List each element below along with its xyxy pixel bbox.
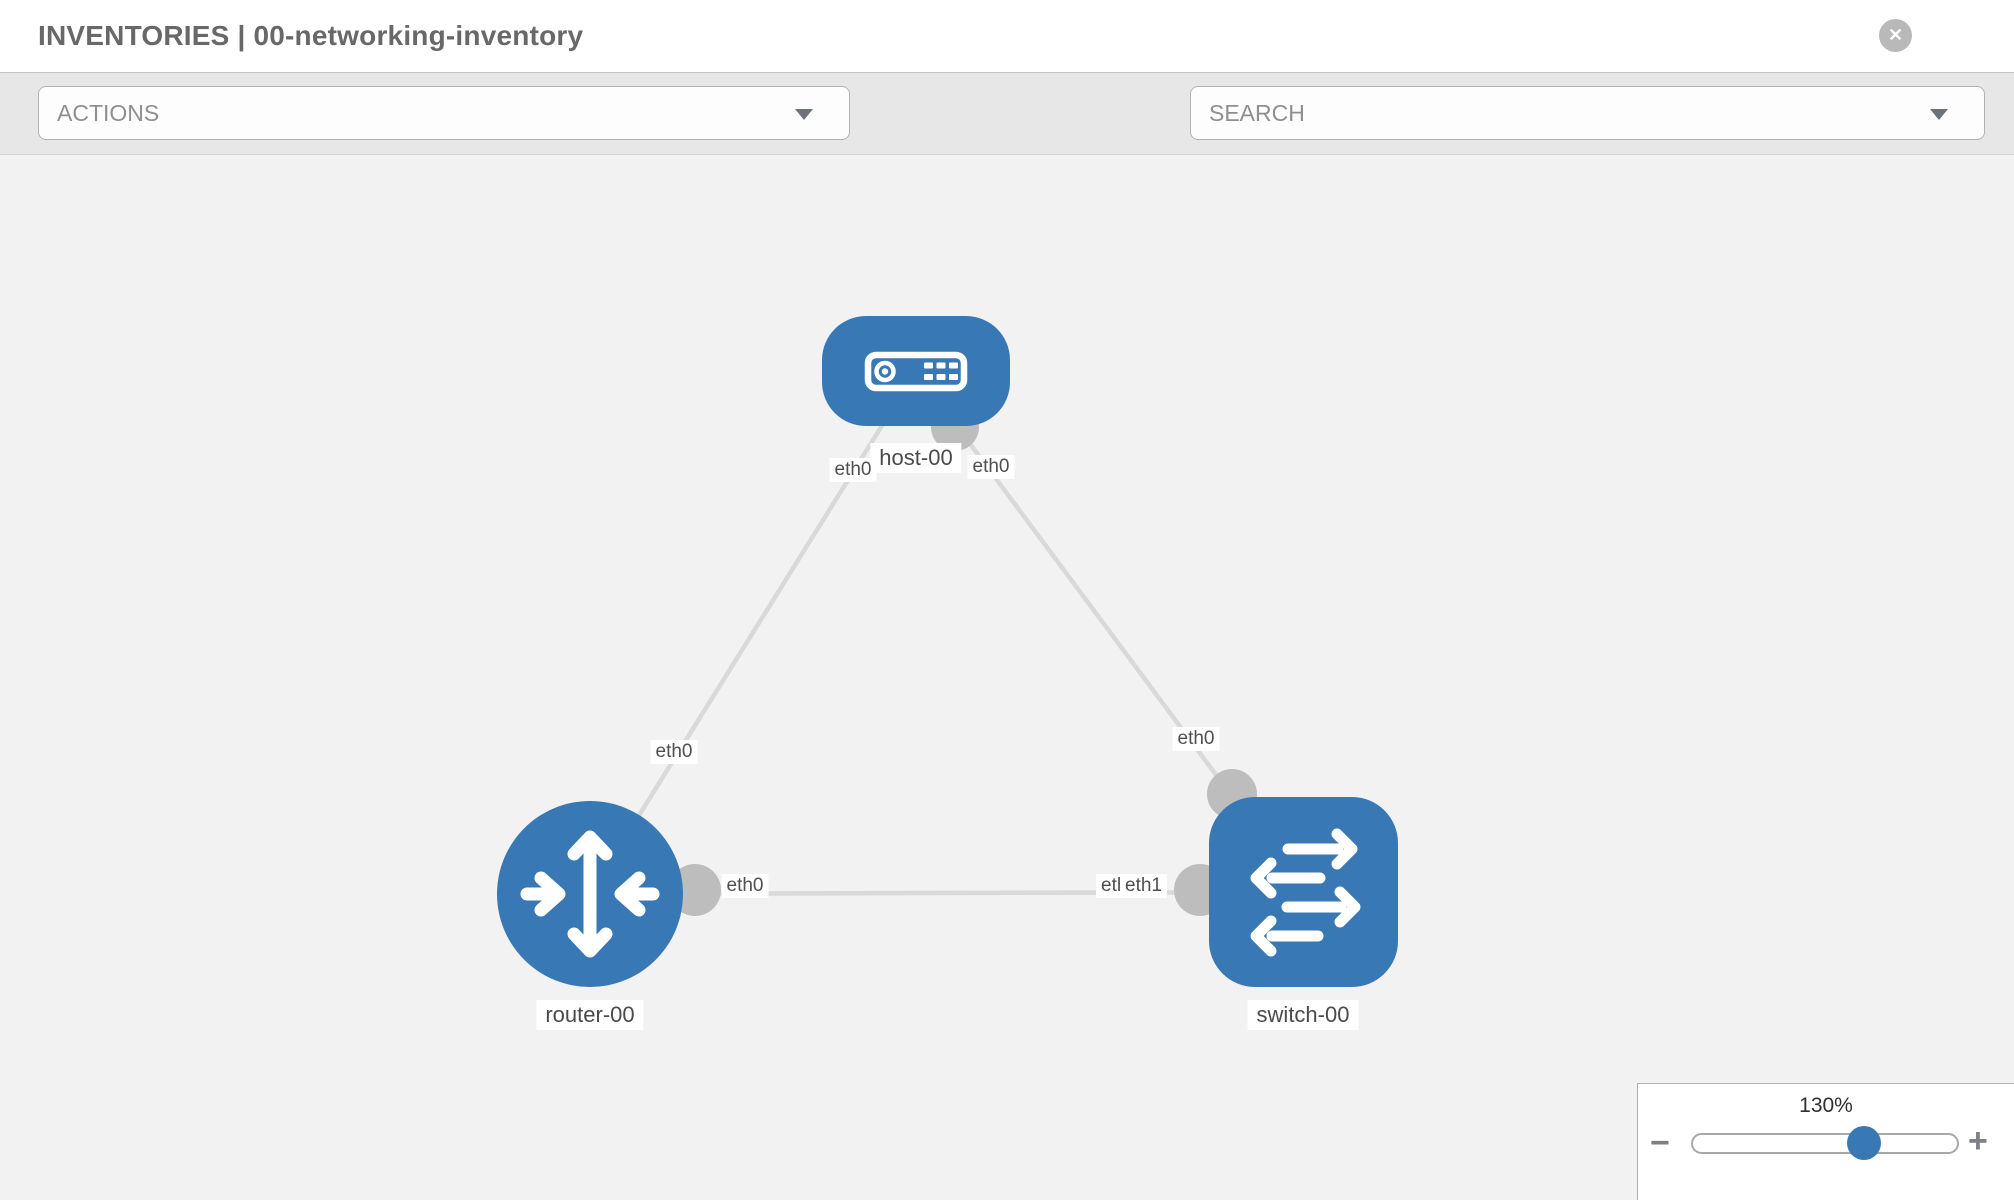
switch-icon bbox=[1250, 828, 1361, 957]
close-button[interactable]: ✕ bbox=[1879, 19, 1912, 52]
topology-graph bbox=[497, 316, 1398, 987]
node-label-router: router-00 bbox=[536, 1000, 644, 1030]
port-label-router-eth0-uplink: eth0 bbox=[650, 740, 698, 764]
zoom-in-button[interactable]: + bbox=[1968, 1122, 1988, 1160]
page-title: INVENTORIES | 00-networking-inventory bbox=[38, 20, 584, 51]
panel-header: INVENTORIES | 00-networking-inventory ✕ bbox=[0, 0, 2014, 72]
router-icon bbox=[520, 830, 660, 958]
toolbar: ACTIONS SEARCH bbox=[0, 72, 2014, 208]
port-label-switch-eth0-uplink: eth0 bbox=[1172, 727, 1220, 751]
zoom-panel: 130% − + bbox=[1637, 1083, 2014, 1200]
search-dropdown[interactable]: SEARCH bbox=[1190, 86, 1985, 140]
zoom-slider-thumb[interactable] bbox=[1847, 1126, 1881, 1160]
chevron-down-icon bbox=[795, 109, 813, 120]
close-icon: ✕ bbox=[1887, 25, 1904, 45]
node-label-host: host-00 bbox=[870, 443, 962, 473]
host-icon bbox=[864, 351, 968, 392]
node-router-00[interactable] bbox=[497, 801, 683, 987]
port-label-router-eth0-mid: eth0 bbox=[721, 874, 769, 898]
node-host-00[interactable] bbox=[822, 316, 1010, 426]
zoom-slider-track[interactable] bbox=[1691, 1133, 1959, 1154]
node-switch-00[interactable] bbox=[1209, 797, 1398, 987]
port-label-switch-eth1: eth1 bbox=[1120, 874, 1167, 898]
zoom-level: 130% bbox=[1799, 1094, 1853, 1117]
node-label-switch: switch-00 bbox=[1247, 1000, 1359, 1030]
chevron-down-icon bbox=[1930, 109, 1948, 120]
actions-dropdown[interactable]: ACTIONS bbox=[38, 86, 850, 140]
search-dropdown-label: SEARCH bbox=[1209, 100, 1305, 126]
zoom-out-button[interactable]: − bbox=[1650, 1124, 1670, 1162]
port-label-host-eth0-right: eth0 bbox=[967, 455, 1015, 479]
port-label-host-eth0-left: eth0 bbox=[829, 458, 877, 482]
topology-canvas[interactable]: host-00 router-00 switch-00 eth0 eth0 et… bbox=[0, 155, 2014, 1200]
actions-dropdown-label: ACTIONS bbox=[57, 100, 160, 126]
